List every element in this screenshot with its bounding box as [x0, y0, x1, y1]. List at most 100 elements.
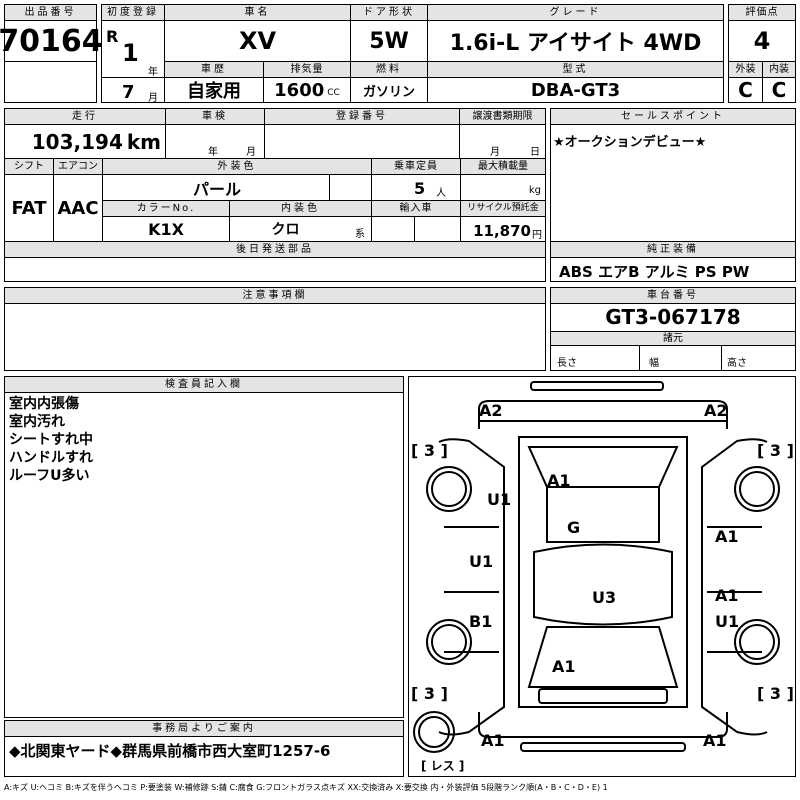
month-unit: 月: [148, 93, 158, 104]
inspector-line: 室内内張傷: [9, 396, 79, 412]
capacity: 5: [414, 179, 426, 198]
door-label: ドア形状: [351, 5, 427, 21]
grade-label: グレード: [428, 5, 723, 21]
air-conditioner: AAC: [57, 197, 99, 219]
int-color-unit: 系: [355, 229, 365, 240]
grade-cell: グレード 1.6i-L アイサイト 4WD: [427, 4, 724, 62]
recycle-unit: 円: [532, 230, 542, 241]
registration-month: 7: [122, 82, 135, 103]
car-outline: [413, 381, 780, 753]
lot-number: 70164: [0, 23, 103, 59]
score: 4: [753, 27, 771, 55]
damage-mark: U1: [715, 612, 740, 631]
tire-mark: [ 3 ]: [411, 441, 448, 460]
inspector-line: ハンドルすれ: [9, 450, 93, 466]
first-registration-label: 初度登録: [102, 5, 164, 21]
exterior-cell: 外装 C: [728, 61, 763, 103]
inspector-line: シートすれ中: [9, 432, 93, 448]
equipment-label: 純正装備: [551, 242, 795, 258]
interior-color: クロ: [271, 222, 300, 238]
first-registration-cell: 初度登録 R 1 年 7 月: [101, 4, 165, 104]
type-cell: 型式 DBA-GT3: [427, 61, 724, 103]
reg-no-cell: 登録番号: [264, 108, 460, 159]
displacement-label: 排気量: [264, 62, 350, 78]
length-label: 長さ: [557, 358, 577, 369]
damage-mark: A2: [479, 401, 503, 420]
color-number: K1X: [148, 219, 184, 239]
inspection-label: 車検: [166, 109, 264, 125]
score-cell: 評価点 4: [728, 4, 796, 62]
color-no-label: カラーNo.: [103, 201, 229, 217]
registration-year: 1: [122, 39, 139, 67]
model-cell: 車名 XV: [164, 4, 351, 62]
exterior-score: C: [738, 78, 753, 102]
capacity-label: 乗車定員: [372, 159, 460, 175]
interior-score: C: [771, 78, 787, 102]
door-type: 5W: [369, 28, 409, 54]
damage-mark: A1: [481, 731, 505, 750]
mileage-unit: km: [126, 129, 161, 154]
model-label: 車名: [165, 5, 350, 21]
load-unit: kg: [528, 185, 541, 196]
fuel-cell: 燃料 ガソリン: [350, 61, 428, 103]
shift-label: シフト: [5, 159, 53, 175]
reg-no-label: 登録番号: [265, 109, 459, 125]
damage-mark: A1: [547, 471, 571, 490]
import-cell: 輸入車: [371, 200, 461, 242]
grade: 1.6i-L アイサイト 4WD: [449, 31, 702, 56]
car-diagram: A2 A2 A1 U1 G U1 A1 A1 U3 B1 U1 A1 A1 A1…: [408, 376, 796, 777]
type-label: 型式: [428, 62, 723, 78]
inspector-line: ルーフU多い: [9, 468, 90, 484]
capacity-unit: 人: [436, 188, 446, 199]
transfer-month: 月: [490, 147, 500, 158]
vehicle-type: DBA-GT3: [530, 79, 621, 101]
notes-cell: 注意事項欄: [4, 287, 546, 371]
era: R: [106, 27, 119, 46]
damage-mark: A1: [715, 586, 739, 605]
damage-mark: U1: [487, 490, 512, 509]
mileage: 103,194: [31, 129, 123, 154]
load-label: 最大積載量: [461, 159, 545, 175]
color-cell: 外装色 パール: [102, 158, 372, 201]
recycle-cell: リサイクル預託金 11,870 円: [460, 200, 546, 242]
transfer-cell: 譲渡書類期限 月 日: [459, 108, 546, 159]
transfer-day: 日: [530, 147, 540, 158]
later-parts-cell: 後日発送部品: [4, 241, 546, 282]
dims-label: 諸元: [551, 331, 795, 346]
displacement: 1600: [274, 79, 325, 101]
office-label: 事務局よりご案内: [5, 721, 403, 737]
inspector-label: 検査員記入欄: [5, 377, 403, 393]
interior-label: 内装: [763, 62, 795, 78]
fuel: ガソリン: [362, 84, 415, 100]
transfer-label: 譲渡書類期限: [460, 109, 545, 125]
capacity-cell: 乗車定員 5 人: [371, 158, 461, 201]
shift-cell: シフト FAT: [4, 158, 54, 242]
import-label: 輸入車: [372, 201, 460, 217]
damage-mark: B1: [469, 612, 493, 631]
tire-mark: [ 3 ]: [757, 441, 794, 460]
sales-point-text: ★オークションデビュー★: [553, 135, 707, 150]
equipment-text: ABS エアB アルミ PS PW: [559, 263, 750, 281]
legend: A:キズ U:ヘコミ B:キズを伴うヘコミ P:要塗装 W:補修跡 S:錆 C:…: [4, 783, 608, 792]
notes-label: 注意事項欄: [5, 288, 545, 304]
damage-mark: A1: [552, 657, 576, 676]
sales-point-label: セールスポイント: [551, 109, 795, 125]
equipment-cell: 純正装備 ABS エアB アルミ PS PW: [550, 241, 796, 282]
door-cell: ドア形状 5W: [350, 4, 428, 62]
ac-label: エアコン: [54, 159, 102, 175]
damage-mark: A1: [703, 731, 727, 750]
chassis-label: 車台番号: [551, 288, 795, 304]
recycle-fee: 11,870: [473, 222, 531, 240]
inspection-year-unit: 年: [208, 147, 218, 158]
inspector-line: 室内汚れ: [9, 414, 65, 430]
interior-cell: 内装 C: [762, 61, 796, 103]
shift: FAT: [11, 197, 47, 219]
int-color-label: 内装色: [230, 201, 371, 217]
damage-mark: U1: [469, 552, 494, 571]
fuel-label: 燃料: [351, 62, 427, 78]
damage-mark: A1: [715, 527, 739, 546]
later-parts-label: 後日発送部品: [5, 242, 545, 258]
load-cell: 最大積載量 kg: [460, 158, 546, 201]
